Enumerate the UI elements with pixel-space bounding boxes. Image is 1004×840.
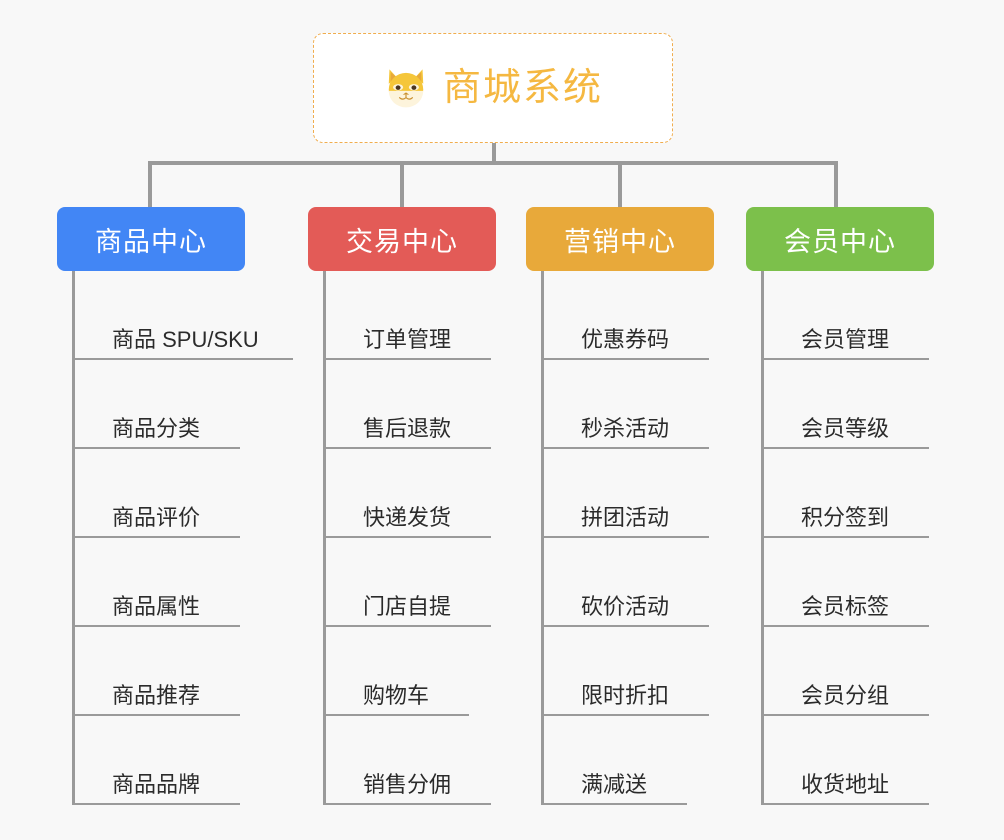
leaf-item[interactable]: 商品推荐 [75,627,245,716]
leaf-underline [544,447,709,449]
leaf-item[interactable]: 门店自提 [326,538,496,627]
leaf-list-product-center: 商品 SPU/SKU 商品分类 商品评价 商品属性 商品推荐 商品品牌 [72,271,293,805]
leaf-item[interactable]: 砍价活动 [544,538,714,627]
leaf-label: 限时折扣 [581,682,670,708]
leaf-underline [764,625,929,627]
leaf-underline [544,625,709,627]
leaf-item[interactable]: 商品评价 [75,449,245,538]
leaf-underline [326,536,491,538]
leaf-item[interactable]: 商品品牌 [75,716,245,805]
leaf-label: 商品品牌 [112,771,201,797]
leaf-label: 购物车 [363,682,430,708]
column-product-center: 商品中心 商品 SPU/SKU 商品分类 商品评价 商品属性 商品推荐 [57,207,293,805]
leaf-item[interactable]: 秒杀活动 [544,360,714,449]
leaf-item[interactable]: 限时折扣 [544,627,714,716]
leaf-label: 商品评价 [112,504,201,530]
leaf-label: 会员标签 [801,593,890,619]
leaf-label: 售后退款 [363,415,452,441]
leaf-underline [75,536,240,538]
leaf-underline [764,536,929,538]
leaf-item[interactable]: 购物车 [326,627,496,716]
column-trade-center: 交易中心 订单管理 售后退款 快递发货 门店自提 购物车 [308,207,496,805]
leaf-underline [764,803,929,805]
leaf-list-trade-center: 订单管理 售后退款 快递发货 门店自提 购物车 销售分佣 [323,271,496,805]
column-member-center: 会员中心 会员管理 会员等级 积分签到 会员标签 会员分组 [746,207,934,805]
leaf-label: 砍价活动 [581,593,670,619]
leaf-item[interactable]: 会员等级 [764,360,934,449]
leaf-item[interactable]: 收货地址 [764,716,934,805]
leaf-item[interactable]: 商品 SPU/SKU [75,271,293,360]
category-label: 会员中心 [784,226,896,257]
leaf-underline [764,447,929,449]
leaf-label: 优惠券码 [581,326,670,352]
leaf-item[interactable]: 积分签到 [764,449,934,538]
root-node[interactable]: 商城系统 [313,33,673,143]
leaf-label: 商品属性 [112,593,201,619]
leaf-underline [544,536,709,538]
leaf-list-member-center: 会员管理 会员等级 积分签到 会员标签 会员分组 收货地址 [761,271,934,805]
column-marketing-center: 营销中心 优惠券码 秒杀活动 拼团活动 砍价活动 限时折扣 [526,207,714,805]
leaf-item[interactable]: 会员分组 [764,627,934,716]
leaf-item[interactable]: 售后退款 [326,360,496,449]
connector-root-stem [492,143,496,164]
category-header-product-center[interactable]: 商品中心 [57,207,245,271]
leaf-item[interactable]: 优惠券码 [544,271,714,360]
leaf-item[interactable]: 销售分佣 [326,716,496,805]
leaf-label: 秒杀活动 [581,415,670,441]
connector-horizontal-bus [148,161,838,165]
leaf-label: 快递发货 [363,504,452,530]
leaf-label: 商品分类 [112,415,201,441]
leaf-label: 积分签到 [801,504,890,530]
leaf-item[interactable]: 订单管理 [326,271,496,360]
leaf-underline [326,803,491,805]
leaf-label: 会员分组 [801,682,890,708]
leaf-item[interactable]: 会员标签 [764,538,934,627]
leaf-item[interactable]: 商品属性 [75,538,245,627]
leaf-label: 商品推荐 [112,682,201,708]
category-header-member-center[interactable]: 会员中心 [746,207,934,271]
leaf-label: 会员管理 [801,326,890,352]
leaf-label: 收货地址 [801,771,890,797]
leaf-label: 订单管理 [363,326,452,352]
leaf-list-marketing-center: 优惠券码 秒杀活动 拼团活动 砍价活动 限时折扣 满减送 [541,271,714,805]
leaf-underline [75,358,293,360]
connector-drop-trade-center [400,161,404,207]
category-header-trade-center[interactable]: 交易中心 [308,207,496,271]
connector-drop-marketing-center [618,161,622,207]
leaf-underline [75,714,240,716]
connector-drop-member-center [834,161,838,207]
leaf-underline [544,714,709,716]
leaf-underline [75,803,240,805]
leaf-label: 销售分佣 [363,771,452,797]
leaf-item[interactable]: 商品分类 [75,360,245,449]
leaf-item[interactable]: 会员管理 [764,271,934,360]
leaf-underline [326,358,491,360]
leaf-item[interactable]: 拼团活动 [544,449,714,538]
shiba-dog-face-icon [383,65,429,111]
leaf-underline [75,447,240,449]
connector-drop-product-center [148,161,152,207]
leaf-underline [764,714,929,716]
leaf-item[interactable]: 满减送 [544,716,714,805]
leaf-underline [764,358,929,360]
leaf-item[interactable]: 快递发货 [326,449,496,538]
category-label: 营销中心 [564,226,676,257]
category-header-marketing-center[interactable]: 营销中心 [526,207,714,271]
leaf-underline [326,625,491,627]
leaf-underline [544,358,709,360]
leaf-underline [326,447,491,449]
leaf-label: 门店自提 [363,593,452,619]
leaf-underline [544,803,687,805]
leaf-label: 满减送 [581,771,648,797]
root-title: 商城系统 [442,67,603,109]
leaf-label: 拼团活动 [581,504,670,530]
leaf-underline [75,625,240,627]
category-label: 商品中心 [95,226,207,257]
leaf-label: 会员等级 [801,415,890,441]
leaf-label: 商品 SPU/SKU [112,326,259,352]
category-label: 交易中心 [346,226,458,257]
leaf-underline [326,714,469,716]
